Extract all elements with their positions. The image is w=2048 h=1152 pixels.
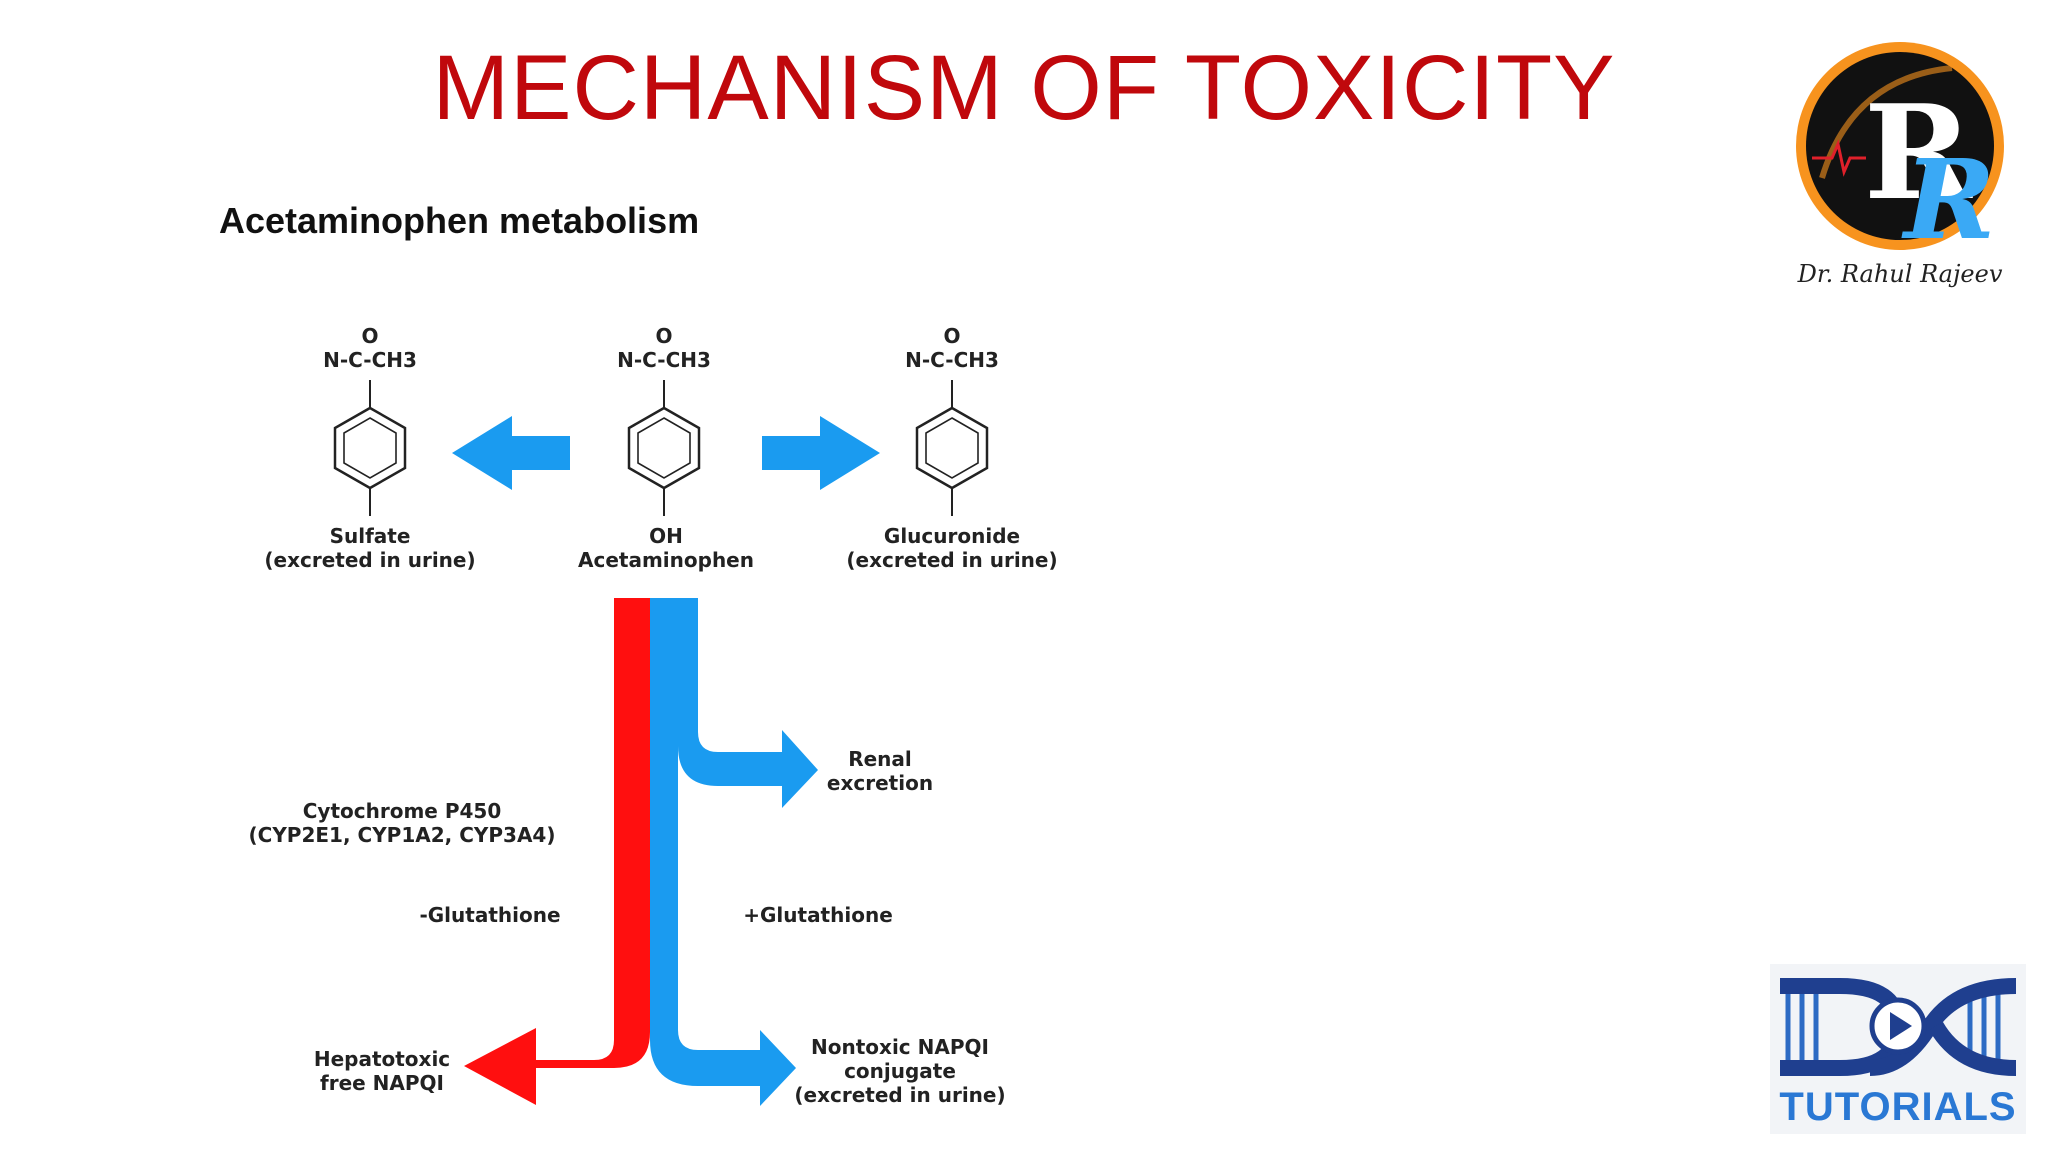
renal-label-2: excretion [827,771,933,795]
molecule-glucuronide: O N-C-CH3 Glucuronide (excreted in urine… [846,324,1057,572]
acetaminophen-top-group: N-C-CH3 [617,348,711,372]
hepatotoxic-label-2: free NAPQI [320,1071,444,1095]
acetaminophen-oh: OH [649,524,683,548]
arrow-renal-excretion [678,598,818,808]
arrow-nontoxic-conjugate [650,598,796,1106]
doc-tutorials-logo: TUTORIALS [1770,964,2026,1134]
slide-title: MECHANISM OF TOXICITY [432,37,1616,139]
glucuronide-label: Glucuronide [884,524,1020,548]
glucuronide-note: (excreted in urine) [846,548,1057,572]
slide-subtitle: Acetaminophen metabolism [219,200,700,241]
play-icon [1890,1012,1912,1040]
acetaminophen-label: Acetaminophen [578,548,754,572]
sulfate-note: (excreted in urine) [264,548,475,572]
nontoxic-label-1: Nontoxic NAPQI [811,1035,989,1059]
sulfate-label: Sulfate [330,524,411,548]
sulfate-top-group: N-C-CH3 [323,348,417,372]
minus-glutathione-label: -Glutathione [419,903,560,927]
molecule-acetaminophen: O N-C-CH3 OH Acetaminophen [578,324,754,572]
arrow-hepatotoxic [464,598,650,1105]
cyp-label-1: Cytochrome P450 [303,799,502,823]
hepatotoxic-label-1: Hepatotoxic [314,1047,450,1071]
glucuronide-top-o: O [943,324,960,348]
rr-monogram-2: R [1901,135,1995,264]
molecule-sulfate: O N-C-CH3 Sulfate (excreted in urine) [264,324,475,572]
sulfate-top-o: O [361,324,378,348]
nontoxic-label-3: (excreted in urine) [794,1083,1005,1107]
rr-logo: R R Dr. Rahul Rajeev [1796,42,2004,288]
glucuronide-top-group: N-C-CH3 [905,348,999,372]
arrow-to-sulfate [452,416,570,490]
plus-glutathione-label: +Glutathione [743,903,893,927]
rr-monogram: R [1864,76,1973,229]
nontoxic-label-2: conjugate [844,1059,956,1083]
rr-signature: Dr. Rahul Rajeev [1797,260,2003,288]
arrow-to-glucuronide [762,416,880,490]
doc-tutorials-text: TUTORIALS [1779,1085,2016,1129]
acetaminophen-top-o: O [655,324,672,348]
cyp-label-2: (CYP2E1, CYP1A2, CYP3A4) [249,823,556,847]
renal-label-1: Renal [848,747,912,771]
